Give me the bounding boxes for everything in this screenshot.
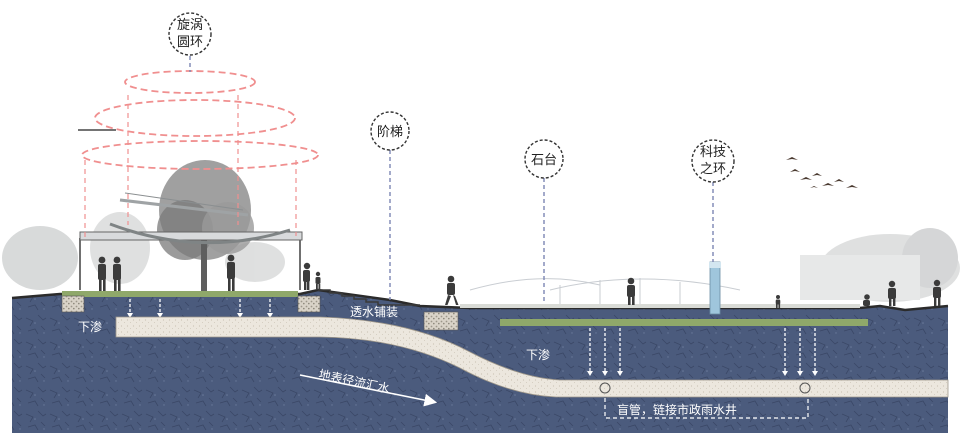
label-infiltration-right: 下渗 — [526, 347, 550, 362]
pipe-opening-2 — [799, 382, 811, 394]
label-infiltration-left: 下渗 — [78, 319, 102, 334]
person-9 — [933, 279, 941, 306]
label-pipe-note: 盲管，链接市政雨水井 — [617, 402, 737, 417]
stairs — [318, 289, 420, 306]
infiltration-arrows-right — [589, 328, 816, 372]
callout-spiral-ring-line1: 旋涡 — [177, 18, 203, 33]
infiltration-arrows-left — [129, 299, 271, 314]
pipe-note-bracket — [604, 398, 809, 419]
mid-gravel-pit — [297, 295, 321, 313]
spiral-ring-drop-lines — [84, 95, 297, 238]
label-permeable-paving: 透水铺装 — [350, 305, 398, 319]
birds — [786, 157, 858, 188]
callout-stone-platform-label: 石台 — [531, 153, 557, 168]
people-silhouettes — [98, 254, 941, 308]
callout-stone-platform: 石台 — [524, 139, 564, 179]
pipe-opening-1 — [599, 382, 611, 394]
pavilion-structure — [79, 192, 303, 290]
callout-tech-ring-line1: 科技 — [700, 145, 726, 160]
person-4 — [303, 262, 311, 290]
person-7 — [888, 280, 896, 306]
runoff-arrow — [299, 374, 438, 407]
tech-ring-column — [709, 261, 721, 315]
tech-ring-cap — [709, 262, 721, 268]
person-8 — [863, 294, 870, 306]
child-1 — [315, 271, 321, 290]
person-2 — [113, 256, 121, 291]
callout-spiral-ring-line2: 圆环 — [177, 35, 203, 50]
person-1 — [98, 256, 106, 291]
person-5 — [445, 275, 459, 305]
person-6 — [627, 277, 635, 305]
drainage-conduit — [115, 316, 949, 398]
left-gravel-pit — [61, 295, 85, 313]
spiral-ring-outlines — [81, 70, 319, 170]
child-2 — [775, 295, 781, 308]
callout-steps: 阶梯 — [370, 111, 410, 151]
right-gravel-pit — [423, 311, 459, 331]
infiltration-arrowheads-left — [127, 313, 273, 318]
callout-spiral-ring: 旋涡 圆环 — [168, 12, 212, 56]
callout-tech-ring: 科技 之环 — [691, 139, 735, 183]
left-grass-strip — [62, 291, 298, 297]
background-vegetation — [2, 212, 960, 302]
person-3 — [227, 254, 235, 291]
infiltration-arrowheads-right — [587, 371, 818, 376]
right-paving — [460, 304, 860, 308]
callout-tech-ring-line2: 之环 — [700, 162, 726, 177]
background-fence — [469, 278, 741, 304]
callout-steps-label: 阶梯 — [377, 125, 403, 140]
right-grass-strip — [500, 319, 868, 326]
callout-leaders — [189, 56, 714, 304]
